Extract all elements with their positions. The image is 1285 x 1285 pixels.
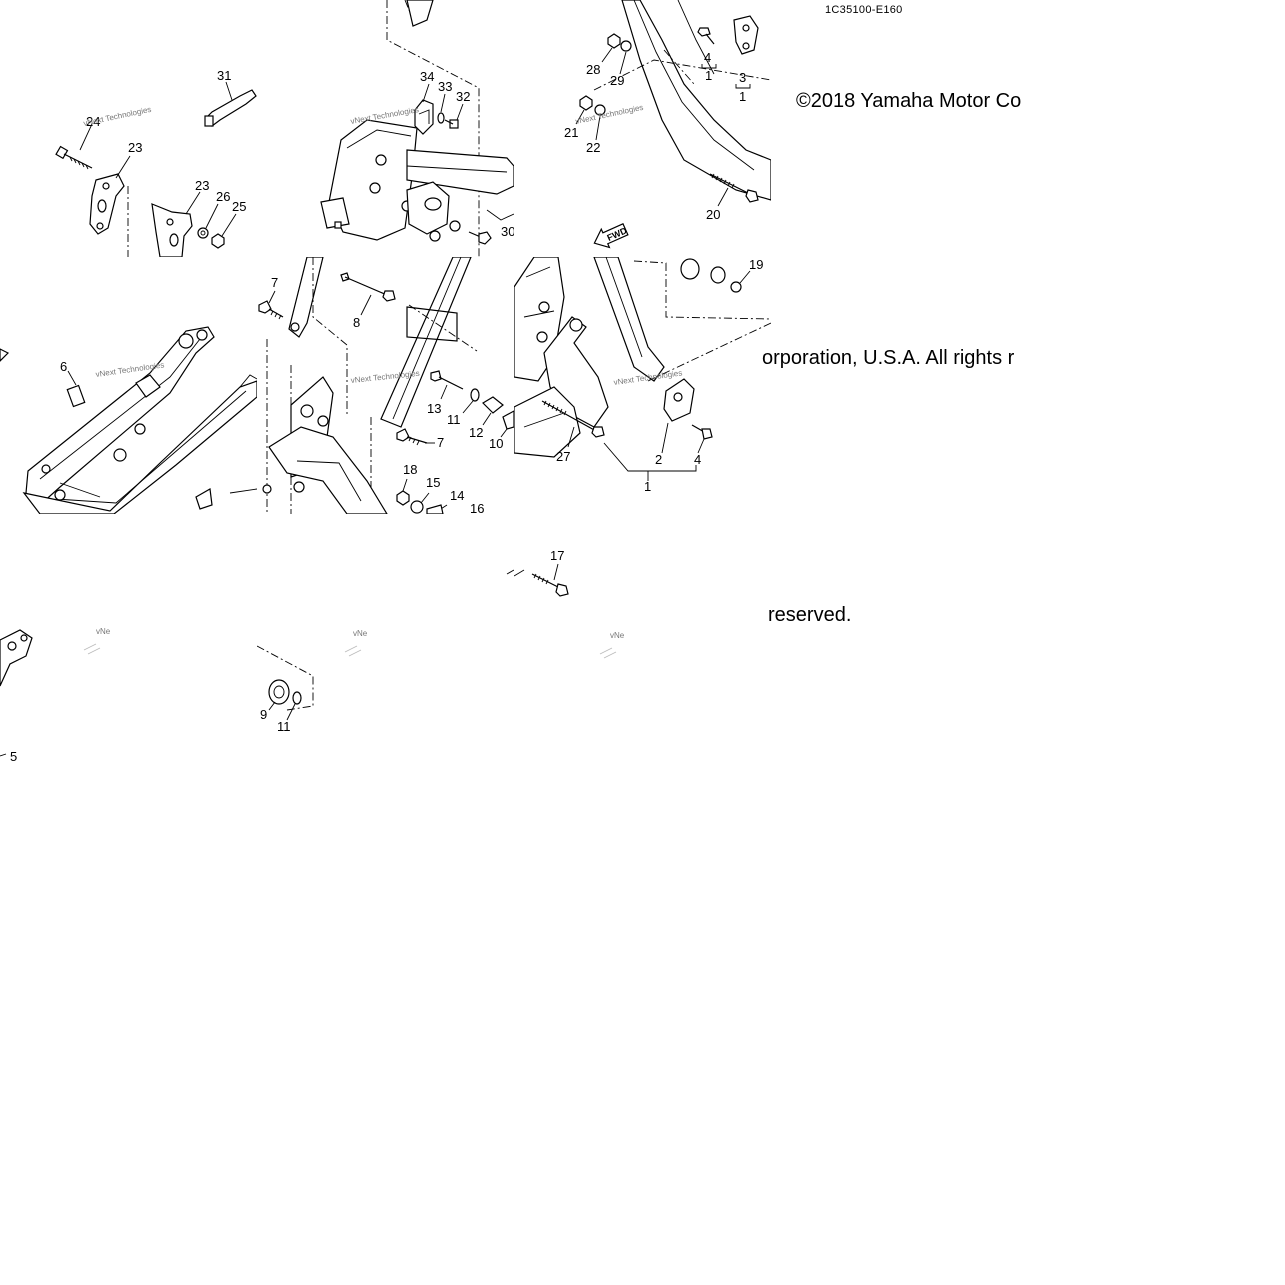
- bolt-part: [396, 428, 428, 446]
- watermark-text: vNext Technologies: [83, 105, 153, 128]
- watermark-text: vNe: [353, 629, 368, 638]
- callout-label: 4: [704, 50, 711, 65]
- callout-label: 9: [260, 707, 267, 722]
- callout-label: 1: [739, 89, 746, 104]
- bracket-part: [89, 173, 125, 235]
- callout-label: 16: [470, 501, 484, 514]
- callout-label: 24: [86, 114, 100, 129]
- callout-label: 33: [438, 79, 452, 94]
- spacer-part: [268, 679, 290, 705]
- diagram-tile-center: 7 8: [257, 257, 514, 514]
- callout-label: 26: [216, 189, 230, 204]
- callout-label: 10: [489, 436, 503, 451]
- bolt-part: [258, 300, 284, 320]
- washer-part: [620, 40, 632, 52]
- frame-part: [406, 0, 434, 27]
- bolt-part: [449, 119, 459, 129]
- bolt-part: [468, 231, 492, 245]
- callout-label: 6: [60, 359, 67, 374]
- washer-part: [437, 112, 445, 124]
- callout-label: 1: [644, 479, 651, 494]
- callout-label: 11: [447, 412, 461, 427]
- washer-part: [730, 281, 742, 293]
- fwd-arrow-icon: FWD: [593, 223, 629, 249]
- bolt-part: [531, 573, 569, 597]
- bracket-part: [151, 203, 193, 257]
- nut-part: [396, 490, 410, 506]
- callout-label: 7: [437, 435, 444, 450]
- callout-label: 21: [564, 125, 578, 140]
- callout-label: 8: [353, 315, 360, 330]
- callout-label: 29: [610, 73, 624, 88]
- bolt-part: [697, 27, 715, 45]
- diagram-tile-bottom-left: 5 vNe: [0, 514, 257, 771]
- callout-label: 23: [195, 178, 209, 193]
- callout-label: 31: [217, 68, 231, 83]
- callout-label: 14: [450, 488, 464, 503]
- callout-label: 23: [128, 140, 142, 155]
- washer-part: [594, 104, 606, 116]
- callout-label: 20: [706, 207, 720, 222]
- callout-label: 22: [586, 140, 600, 155]
- callout-label: 13: [427, 401, 441, 416]
- block-part: [66, 384, 86, 408]
- collar-part: [482, 396, 504, 414]
- callout-label: 17: [550, 548, 564, 563]
- callout-label: 7: [271, 275, 278, 290]
- washer-part: [292, 691, 302, 705]
- bolt-part: [691, 424, 713, 440]
- frame-part: [380, 257, 472, 428]
- bolt-part: [430, 370, 464, 390]
- bolt-part: [541, 400, 605, 438]
- callout-label: 28: [586, 62, 600, 77]
- callout-label: 18: [403, 462, 417, 477]
- diagram-tile-top-middle: 34 33 32 30 vNext Technol: [257, 0, 514, 257]
- copyright-fragment: reserved.: [768, 604, 852, 626]
- spacer-part: [680, 258, 700, 280]
- callout-label: 27: [556, 449, 570, 464]
- bracket-part: [414, 99, 434, 135]
- nut-part: [579, 95, 593, 111]
- diagram-tile-middle-left: 6 vNext Technologies: [0, 257, 257, 514]
- callout-label: 4: [694, 452, 701, 467]
- washer-part: [470, 388, 480, 402]
- callout-label: 12: [469, 425, 483, 440]
- callout-label: 19: [749, 257, 763, 272]
- washer-part: [197, 227, 209, 239]
- frame-part: [593, 257, 665, 382]
- bolt-part: [55, 145, 93, 170]
- callout-label: 2: [655, 452, 662, 467]
- diagram-tile-bottom-right: 17 vNe: [514, 514, 771, 771]
- stay-part: [205, 89, 257, 127]
- callout-label: 25: [232, 199, 246, 214]
- callout-label: 3: [739, 70, 746, 85]
- callout-label: 5: [10, 749, 17, 764]
- watermark-text: vNe: [610, 631, 625, 640]
- diagram-tile-middle-right: 19 vNext Technologies 27 4 2: [514, 257, 771, 514]
- watermark-text: vNe: [96, 627, 111, 636]
- diagram-tile-top-left: 31 24 23 23: [0, 0, 257, 257]
- diagram-code: 1C35100-E160: [825, 4, 903, 16]
- callout-label: 32: [456, 89, 470, 104]
- callout-label: 11: [277, 719, 291, 734]
- bolt-part: [340, 272, 396, 302]
- diagram-tile-top-right: 4 1 3 1 28 29 21 22: [514, 0, 771, 257]
- svg-text:FWD: FWD: [606, 225, 629, 243]
- bracket-part: [733, 15, 759, 55]
- nut-part: [607, 33, 621, 49]
- callout-label: 30: [501, 224, 514, 239]
- copyright-fragment: ©2018 Yamaha Motor Co: [796, 90, 1022, 112]
- bolt-part: [709, 173, 759, 203]
- washer-part: [410, 500, 424, 514]
- frame-part: [621, 0, 771, 201]
- callout-label: 1: [705, 68, 712, 83]
- diagram-tile-bottom-center: 9 11 vNe: [257, 514, 514, 771]
- frame-part: [288, 257, 324, 338]
- nut-part: [211, 233, 225, 249]
- callout-label: 34: [420, 69, 434, 84]
- copyright-fragment: orporation, U.S.A. All rights r: [762, 347, 1015, 369]
- callout-label: 15: [426, 475, 440, 490]
